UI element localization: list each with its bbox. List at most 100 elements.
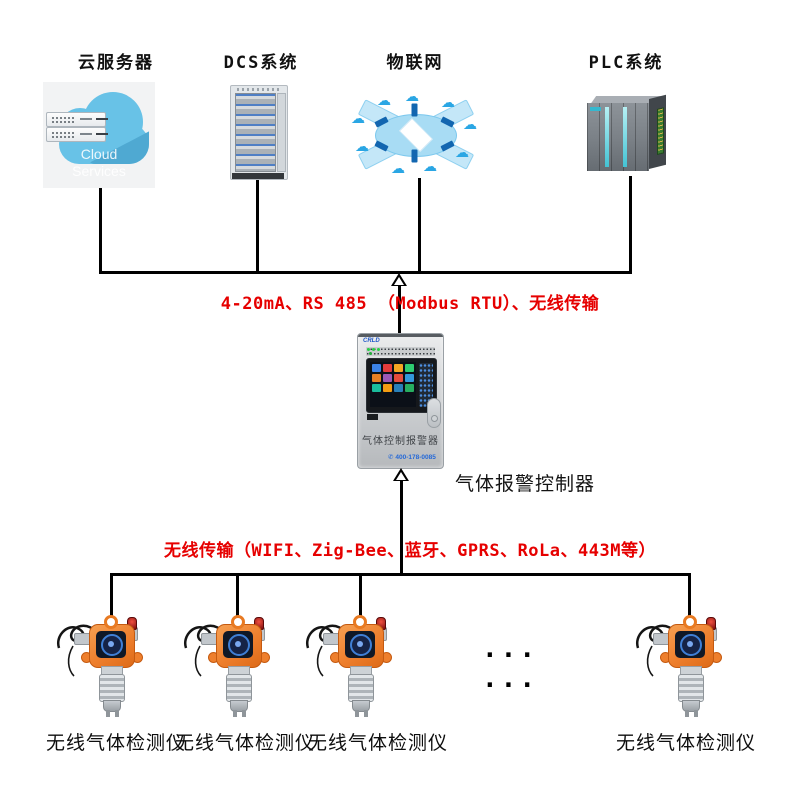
- iot-network-icon: ☁ ☁ ☁ ☁ ☁ ☁ ☁ ☁ ☁: [351, 89, 478, 178]
- mini-cloud-icon: ☁: [455, 144, 469, 160]
- link-bus-to-detector-3: [359, 575, 362, 621]
- app-icon: [394, 384, 403, 392]
- more-detectors-ellipsis: ... ...: [482, 634, 538, 694]
- controller-top-strip: [358, 334, 443, 337]
- top-bus-protocol-label: 4-20mA、RS 485 （Modbus RTU）、无线传输: [220, 294, 600, 314]
- app-icon: [394, 364, 403, 372]
- screen-keypad: [419, 363, 433, 407]
- mini-cloud-icon: ☁: [405, 88, 419, 104]
- gas-detector-device: [635, 614, 738, 720]
- sensor-tip: [103, 700, 121, 712]
- link-iot-to-bus: [418, 178, 421, 272]
- detector-display-dot: [687, 641, 693, 647]
- detector-display-dot: [357, 641, 363, 647]
- cabinet-vents: [237, 88, 281, 91]
- gas-detector-device: [305, 614, 408, 720]
- sensor-prong: [242, 710, 246, 717]
- cloud-caption-line2: Services: [72, 163, 126, 179]
- plc-cyan-stripe: [623, 107, 627, 167]
- mount-ring: [231, 615, 245, 629]
- controller-name-text: 气体控制报警器: [362, 436, 439, 447]
- mount-ring: [104, 615, 118, 629]
- plc-side-face: [649, 94, 666, 169]
- iot-chip: [411, 149, 418, 163]
- plc-front-face: [587, 103, 649, 171]
- link-bus-to-detector-4: [688, 575, 691, 621]
- app-icon: [405, 384, 414, 392]
- arrow-up-to-controller: [393, 468, 409, 481]
- mini-cloud-icon: ☁: [351, 110, 365, 126]
- controller-led-green: [367, 348, 370, 351]
- controller-phone-number: 400-178-0085: [395, 454, 436, 461]
- cloud-server-label: 云服务器: [78, 53, 154, 73]
- cloud-servers-icon: Cloud Services: [43, 82, 155, 188]
- controller-phone: ✆ 400-178-0085: [382, 453, 442, 461]
- link-dcs-to-bus: [256, 180, 259, 272]
- link-controller-to-top-bus: [398, 285, 401, 334]
- mini-cloud-icon: ☁: [441, 94, 455, 110]
- mini-cloud-icon: ☁: [391, 160, 405, 176]
- server-cabinet-icon: [230, 85, 288, 180]
- sensor-prong: [106, 710, 110, 717]
- detector-label-1: 无线气体检测仪: [45, 733, 186, 754]
- mount-ring: [353, 615, 367, 629]
- sensor-tip: [352, 700, 370, 712]
- sensor-probe: [226, 674, 252, 702]
- iot-chip: [411, 103, 418, 117]
- server-unit: [46, 127, 106, 142]
- iot-label: 物联网: [386, 53, 444, 73]
- sensor-prong: [694, 710, 698, 717]
- link-bus-to-detector-2: [236, 575, 239, 621]
- sensor-probe: [348, 674, 374, 702]
- plc-module-dividers: [587, 103, 649, 171]
- sensor-probe: [99, 674, 125, 702]
- mount-ring: [683, 615, 697, 629]
- gas-detector-device: [183, 614, 286, 720]
- plc-logo: [590, 107, 601, 111]
- plc-system-label: PLC系统: [588, 53, 664, 73]
- plc-module-icon: [585, 94, 670, 175]
- arrow-up-to-top-bus: [391, 273, 407, 286]
- bottom-bus-wireless-label: 无线传输（WIFI、Zig-Bee、蓝牙、GPRS、RoLa、443M等）: [164, 541, 656, 561]
- plc-cyan-stripe: [605, 107, 609, 167]
- sensor-prong: [355, 710, 359, 717]
- app-icon: [383, 374, 392, 382]
- server-unit: [46, 112, 106, 127]
- detector-label-2: 无线气体检测仪: [174, 733, 315, 754]
- detector-label-4: 无线气体检测仪: [615, 733, 756, 754]
- app-icon: [405, 374, 414, 382]
- app-icon: [372, 384, 381, 392]
- sensor-prong: [685, 710, 689, 717]
- plc-connector-strip: [657, 107, 664, 156]
- gas-controller-device: CRLD 气体控制报警器 ✆ 400-178-0085: [357, 333, 444, 469]
- link-bottom-bus-to-controller: [400, 480, 403, 574]
- sensor-prong: [364, 710, 368, 717]
- controller-touchscreen: [366, 358, 437, 413]
- app-icon: [383, 384, 392, 392]
- cabinet-base: [232, 173, 284, 179]
- controller-brand-logo: CRLD: [363, 338, 380, 344]
- sensor-probe: [678, 674, 704, 702]
- detector-display-dot: [235, 641, 241, 647]
- mini-cloud-icon: ☁: [377, 92, 391, 108]
- gas-detector-device: [56, 614, 159, 720]
- app-icon: [394, 374, 403, 382]
- link-cloud-to-bus: [99, 188, 102, 272]
- link-plc-to-bus: [629, 176, 632, 272]
- sensor-tip: [682, 700, 700, 712]
- app-icon: [372, 374, 381, 382]
- controller-side-label: 气体报警控制器: [455, 474, 596, 495]
- cloud-caption-line1: Cloud: [80, 146, 118, 162]
- controller-lock: [427, 398, 441, 428]
- app-icon: [383, 364, 392, 372]
- detector-display-dot: [108, 641, 114, 647]
- cabinet-racks: [235, 93, 276, 172]
- link-bus-to-detector-1: [110, 575, 113, 621]
- dcs-system-label: DCS系统: [223, 53, 299, 73]
- sensor-prong: [115, 710, 119, 717]
- mini-cloud-icon: ☁: [355, 138, 369, 154]
- cloud-caption: Cloud Services: [43, 146, 155, 180]
- mini-cloud-icon: ☁: [463, 116, 477, 132]
- app-icon: [405, 364, 414, 372]
